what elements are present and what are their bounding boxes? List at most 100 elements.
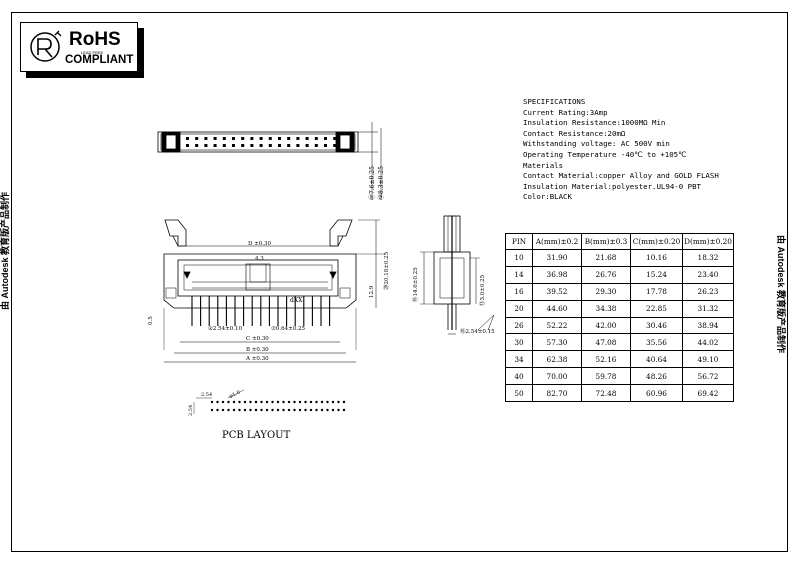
pcb-hole: [320, 400, 324, 404]
table-cell: 69.42: [682, 384, 734, 403]
pcb-hole: [304, 408, 307, 412]
top-pin: [296, 144, 300, 147]
pcb-hole: [243, 400, 247, 404]
pcb-hole: [271, 400, 274, 404]
spec-line: Contact Resistance:20mΩ: [523, 128, 626, 138]
pcb-hole: [342, 408, 346, 412]
pcb-hole: [265, 400, 269, 404]
pcb-hole: [304, 400, 307, 404]
pcb-hole: [320, 408, 324, 412]
top-pin: [204, 144, 208, 147]
spec-line: Contact Material:copper Alloy and GOLD F…: [523, 171, 719, 181]
pcb-hole: [265, 408, 269, 412]
dim-side-2: ⑬3.0±0.25: [478, 274, 486, 306]
pcb-hole-dia: φ1.0: [228, 390, 241, 400]
pcb-hole: [287, 400, 291, 404]
pcb-hole: [232, 400, 236, 404]
label-dxx: dXX: [290, 297, 303, 304]
pcb-hole: [298, 408, 302, 412]
top-pin: [296, 137, 300, 140]
dim-0-5: 0.5: [148, 316, 154, 325]
specifications-block: SPECIFICATIONS Current Rating:3Amp Insul…: [523, 97, 719, 203]
pcb-hole: [221, 408, 225, 412]
pcb-hole: [238, 400, 241, 404]
top-pin: [250, 137, 254, 140]
pcb-hole: [254, 400, 258, 404]
pcb-hole: [232, 408, 236, 412]
pcb-hole: [227, 408, 230, 412]
top-pin: [287, 137, 291, 140]
side-view: [420, 215, 495, 335]
dim-top-2: ⑫8.3±0.25: [377, 166, 385, 200]
dim-side-1: ⑯14.6±0.25: [411, 267, 419, 302]
spec-line: Color:BLACK: [523, 192, 572, 202]
pcb-hole: [326, 400, 329, 404]
top-pin: [186, 137, 189, 140]
pcb-hole: [293, 400, 296, 404]
top-pin: [314, 137, 318, 140]
spec-line: Materials: [523, 160, 564, 170]
top-pin: [305, 137, 309, 140]
spec-line: Insulation Resistance:1000MΩ Min: [523, 118, 666, 128]
pcb-holes: [210, 400, 346, 412]
table-header: D(mm)±0.20: [682, 233, 734, 250]
top-pin: [195, 137, 199, 140]
top-pin: [278, 137, 281, 140]
dim-pin: ⑦0.64±0.25: [271, 325, 306, 332]
pcb-hole: [287, 408, 291, 412]
top-pin: [213, 144, 217, 147]
top-pin: [213, 137, 217, 140]
table-cell: 56.72: [682, 367, 734, 386]
pcb-hole: [243, 408, 247, 412]
pcb-layout: [193, 389, 346, 414]
pcb-hole: [331, 400, 335, 404]
pcb-hole: [210, 408, 214, 412]
pcb-hole: [260, 400, 263, 404]
spec-line: Withstanding voltage: AC 500V min: [523, 139, 670, 149]
pcb-hole: [331, 408, 335, 412]
top-pin: [204, 137, 208, 140]
dim-20-18: ⑳20.18±0.25: [382, 251, 390, 290]
dim-pitch: ②2.54±0.10: [208, 325, 243, 332]
top-pin: [186, 144, 189, 147]
drawing-frame: [11, 12, 788, 552]
pcb-hole: [282, 400, 285, 404]
spec-line: Current Rating:3Amp: [523, 107, 608, 117]
pcb-hole: [337, 400, 340, 404]
pcb-pitch-y: 2.54: [188, 405, 194, 416]
top-pin: [241, 144, 245, 147]
pcb-hole: [309, 408, 313, 412]
top-pin: [250, 144, 254, 147]
top-view: [157, 122, 382, 200]
front-view-pins: [191, 296, 331, 326]
top-pin: [259, 144, 263, 147]
pcb-hole: [216, 400, 219, 404]
dim-side-3: ⑯2.54±0.15: [460, 327, 495, 335]
pcb-pitch-x: 2.54: [201, 392, 212, 398]
dim-c: C ±0.30: [246, 336, 269, 342]
front-view: [163, 219, 357, 350]
rohs-lead-free: LEAD FREE: [81, 50, 104, 55]
spec-line: Operating Temperature -40℃ to +105℃: [523, 149, 687, 159]
rohs-logo: RoHS LEAD FREE COMPLIANT: [20, 22, 138, 72]
top-pin: [333, 137, 337, 140]
pcb-hole: [210, 400, 214, 404]
top-pin: [268, 144, 272, 147]
top-pin: [305, 144, 309, 147]
pcb-hole: [254, 408, 258, 412]
pcb-hole: [260, 408, 263, 412]
top-view-pins: [186, 137, 337, 147]
pcb-hole: [309, 400, 313, 404]
pcb-hole: [298, 400, 302, 404]
dimension-table: PIN A(mm)±0.2 B(mm)±0.3 C(mm)±0.20 D(mm)…: [505, 233, 734, 403]
pcb-hole: [342, 400, 346, 404]
top-pin: [195, 144, 199, 147]
pcb-hole: [276, 408, 280, 412]
table-header: PIN: [505, 233, 533, 250]
